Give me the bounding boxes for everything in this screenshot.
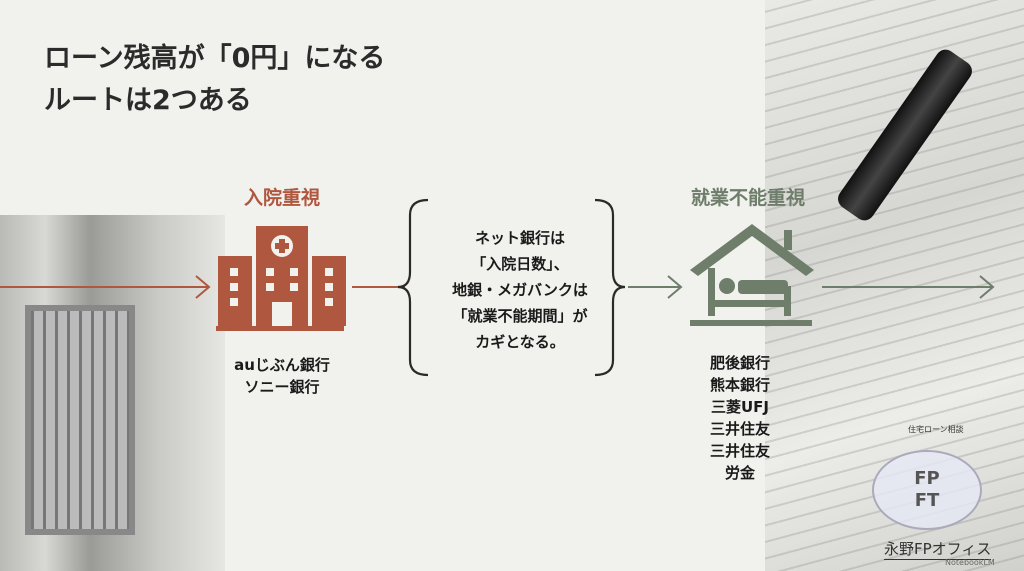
- key-point-line: 「入院日数」、: [471, 255, 569, 273]
- key-point-line: 地銀・メガバンクは: [452, 281, 588, 299]
- bank-name: auじぶん銀行: [234, 356, 330, 374]
- watermark: NotebookLM: [945, 558, 995, 567]
- title-line-1: ローン残高が「0円」になる: [44, 43, 386, 74]
- hospital-icon: [216, 226, 346, 331]
- bank-name: 労金: [724, 464, 755, 482]
- arrow-middle: [628, 275, 683, 299]
- page-title: ローン残高が「0円」になる ルートは2つある: [44, 38, 385, 122]
- route-heading-disability: 就業不能重視: [690, 187, 805, 209]
- key-point-text: ネット銀行は 「入院日数」、 地銀・メガバンクは 「就業不能期間」が カギとなる…: [410, 225, 630, 355]
- bank-list-left: auじぶん銀行 ソニー銀行: [212, 354, 352, 398]
- fountain-pen-document-photo: [765, 0, 1024, 571]
- brace-right: [594, 198, 626, 377]
- bank-name: 肥後銀行: [709, 354, 770, 372]
- bank-name: 三井住友: [709, 420, 770, 438]
- bank-list-right: 肥後銀行 熊本銀行 三菱UFJ 三井住友 三井住友 労金: [680, 352, 800, 484]
- key-point-line: カギとなる。: [475, 333, 565, 351]
- stamp-line-1: FP: [914, 468, 940, 489]
- office-stamp-logo: FP FT: [872, 450, 982, 530]
- brace-left: [397, 198, 429, 377]
- route-heading-hospitalization: 入院重視: [243, 187, 320, 209]
- stamp-line-2: FT: [914, 490, 940, 511]
- arrow-right: [822, 275, 995, 299]
- bank-name: 熊本銀行: [709, 376, 770, 394]
- key-point-line: 「就業不能期間」が: [452, 307, 588, 325]
- bank-name: ソニー銀行: [244, 378, 320, 396]
- key-point-line: ネット銀行は: [474, 229, 565, 247]
- arrow-left: [0, 275, 211, 299]
- bank-name: 三井住友: [709, 442, 770, 460]
- bank-name: 三菱UFJ: [710, 398, 769, 416]
- house-bed-icon: [690, 224, 814, 326]
- title-line-2: ルートは2つある: [44, 85, 252, 116]
- office-logo-text: 永野FPオフィス: [884, 540, 992, 560]
- vault-door-photo: [0, 215, 225, 571]
- photo-label: 住宅ローン相談: [908, 425, 964, 434]
